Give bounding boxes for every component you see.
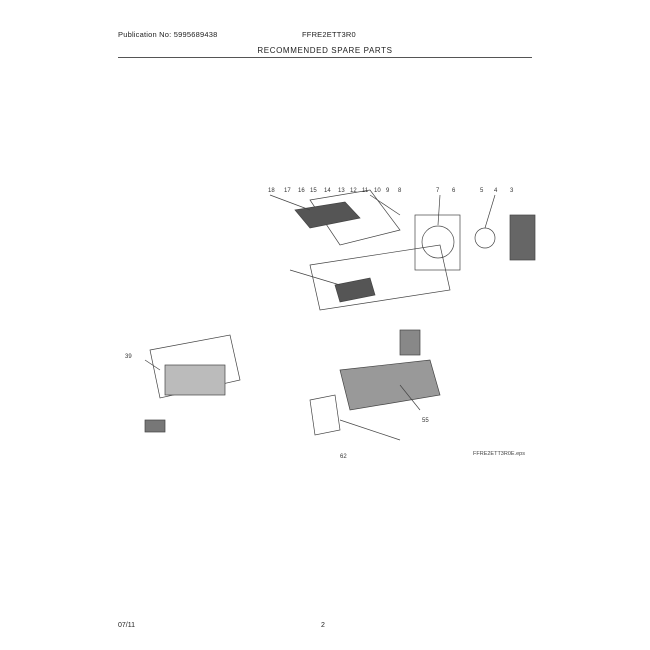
callout-13: 13 xyxy=(338,188,345,194)
footer-date: 07/11 xyxy=(118,622,135,629)
callout-6: 6 xyxy=(452,188,456,194)
callout-16: 16 xyxy=(298,188,305,194)
base-pan xyxy=(339,359,441,411)
callout-18: 18 xyxy=(268,188,275,194)
publication-number: Publication No: 5995689438 xyxy=(118,30,218,39)
exploded-view-drawing: 18 17 16 15 14 13 12 11 10 9 8 7 6 5 4 3… xyxy=(125,188,536,460)
remote-bracket xyxy=(144,419,166,433)
callout-5: 5 xyxy=(480,188,484,194)
top-grille xyxy=(294,201,361,229)
air-filter xyxy=(164,364,226,396)
fan-shroud xyxy=(414,214,461,271)
callout-10: 10 xyxy=(374,188,381,194)
callout-14: 14 xyxy=(324,188,331,194)
callout-labels: 18 17 16 15 14 13 12 11 10 9 8 7 6 5 4 3… xyxy=(125,188,514,460)
callout-39: 39 xyxy=(125,354,132,360)
page-number: 2 xyxy=(321,622,325,629)
front-grille xyxy=(149,334,241,399)
chassis-body xyxy=(309,244,451,311)
fan-blade xyxy=(421,225,455,259)
callout-12: 12 xyxy=(350,188,357,194)
exploded-parts-diagram: 18 17 16 15 14 13 12 11 10 9 8 7 6 5 4 3… xyxy=(110,170,550,470)
condenser-coil xyxy=(509,214,536,261)
callout-17: 17 xyxy=(284,188,291,194)
model-number: FFRE2ETT3R0 xyxy=(302,30,356,39)
callout-15: 15 xyxy=(310,188,317,194)
callout-3: 3 xyxy=(510,188,514,194)
callout-8: 8 xyxy=(398,188,402,194)
figure-code: FFRE2ETT3R0E.eps xyxy=(473,451,525,457)
callout-9: 9 xyxy=(386,188,390,194)
callout-4: 4 xyxy=(494,188,498,194)
page-subtitle: RECOMMENDED SPARE PARTS xyxy=(257,46,393,55)
compressor xyxy=(399,329,421,356)
callout-55: 55 xyxy=(422,418,429,424)
callout-62: 62 xyxy=(340,454,347,460)
callout-7: 7 xyxy=(436,188,440,194)
motor xyxy=(474,227,496,249)
header-rule xyxy=(118,57,532,58)
callout-11: 11 xyxy=(362,188,369,194)
control-assembly xyxy=(309,394,341,436)
blower-wheel xyxy=(334,277,376,303)
top-cover xyxy=(309,189,401,246)
